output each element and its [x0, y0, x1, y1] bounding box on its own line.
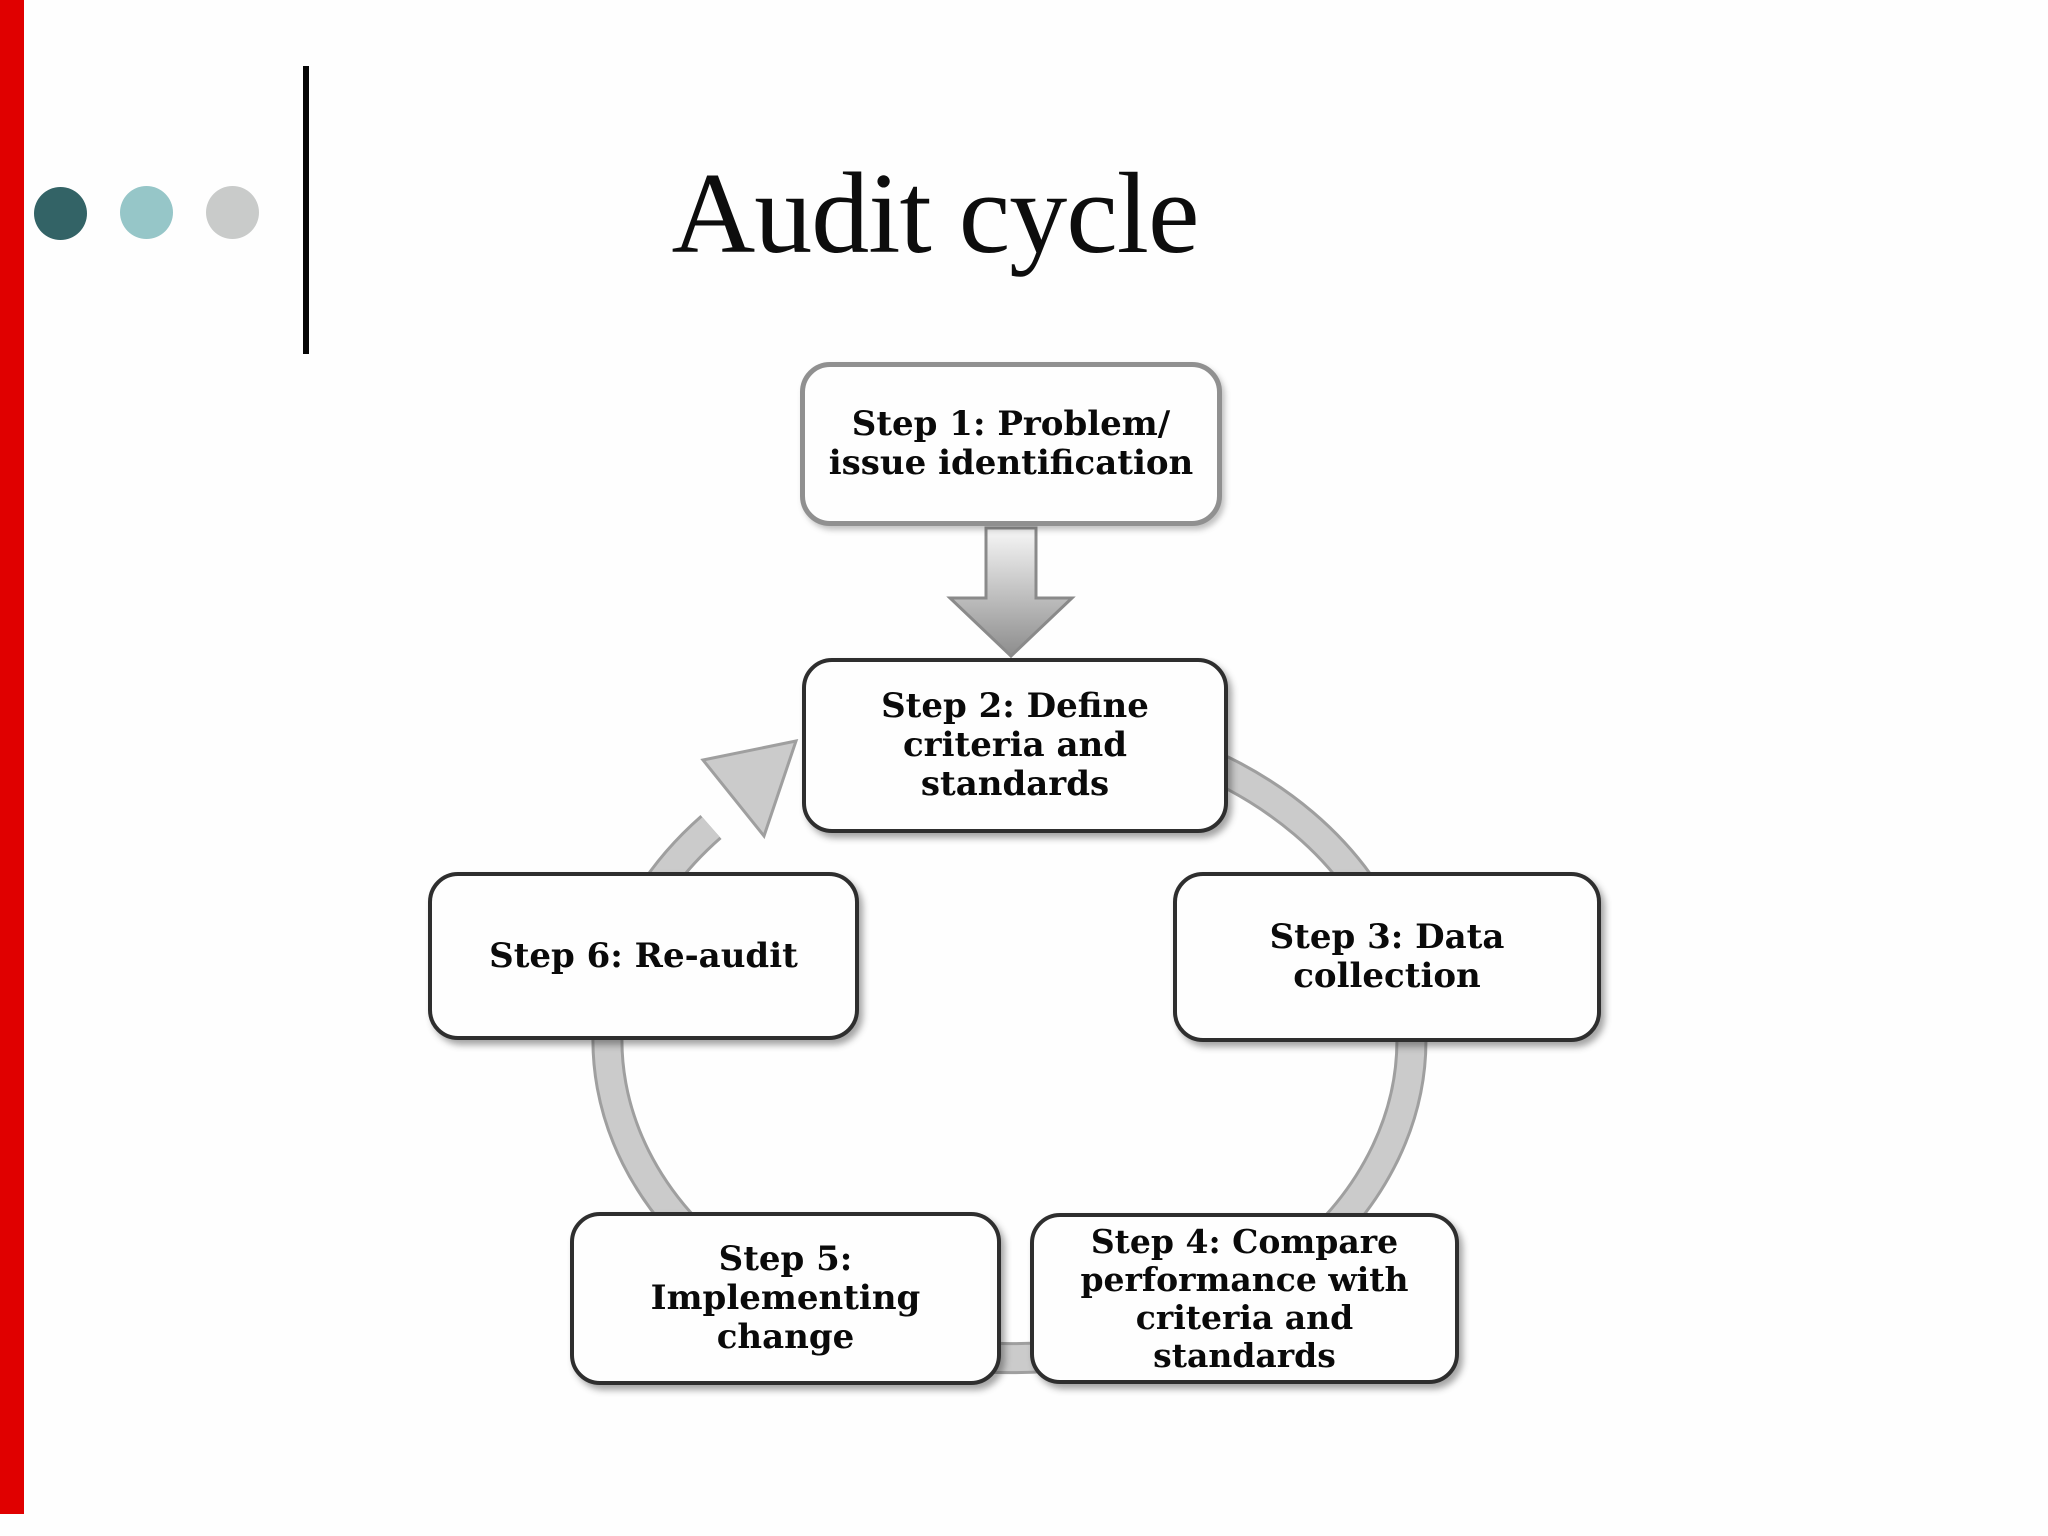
bullet-dot-gray	[206, 186, 259, 239]
step-1-box: Step 1: Problem/ issue identification	[800, 362, 1222, 526]
step-3-box: Step 3: Data collection	[1173, 872, 1601, 1042]
step-4-line: Step 4: Compare	[1090, 1221, 1399, 1261]
step-2-line: Step 2: Define	[881, 686, 1149, 726]
step-5-line: Step 5:	[718, 1239, 853, 1279]
step-6-box: Step 6: Re-audit	[428, 872, 859, 1040]
vertical-rule	[303, 66, 309, 354]
step-1-line: Step 1: Problem/	[851, 404, 1171, 444]
step-3-line: Step 3: Data	[1269, 917, 1505, 957]
step-5-line: Implementing	[650, 1278, 921, 1318]
step-4-line: criteria and	[1135, 1297, 1354, 1337]
step-4-line: performance with	[1080, 1259, 1409, 1299]
step-5-line: change	[716, 1317, 855, 1357]
down-arrow-icon	[946, 526, 1076, 659]
step-2-box: Step 2: Define criteria and standards	[802, 658, 1228, 833]
left-accent-stripe	[0, 0, 24, 1514]
step-4-box: Step 4: Compare performance with criteri…	[1030, 1213, 1459, 1384]
step-1-line: issue identification	[828, 443, 1194, 483]
step-6-line: Step 6: Re-audit	[489, 935, 798, 976]
step-2-line: standards	[920, 764, 1110, 804]
step-5-box: Step 5: Implementing change	[570, 1212, 1001, 1385]
step-3-line: collection	[1293, 956, 1481, 996]
bullet-dot-teal	[34, 187, 87, 240]
bullet-dot-light-teal	[120, 186, 173, 239]
step-4-line: standards	[1153, 1335, 1336, 1375]
slide-title: Audit cycle	[671, 150, 1200, 278]
step-2-line: criteria and	[902, 725, 1128, 765]
cycle-arrowhead-icon	[700, 739, 799, 840]
